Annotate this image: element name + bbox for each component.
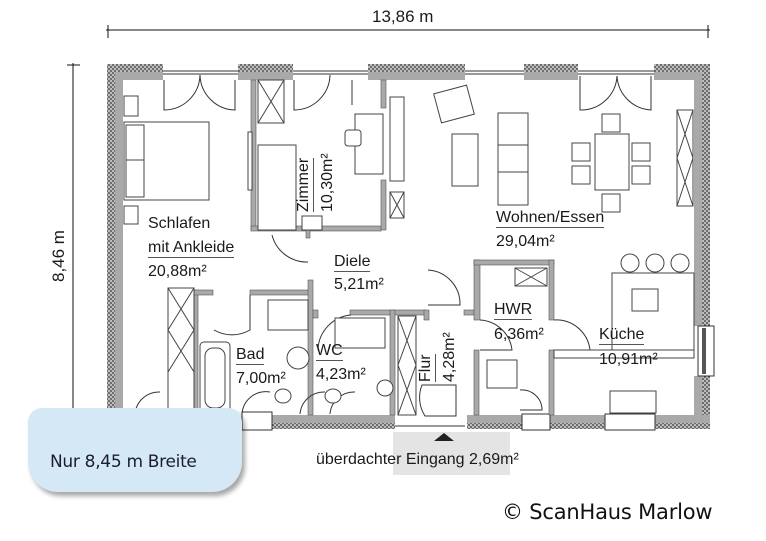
height-dimension-line: [67, 63, 80, 412]
entrance-label: überdachter Eingang 2,69m²: [316, 451, 519, 468]
width-dimension-label: 13,86 m: [372, 7, 434, 26]
width-dimension-line: [106, 25, 710, 38]
room-schlafen-area: 20,88m²: [148, 263, 207, 280]
room-hwr-area: 6,36m²: [494, 326, 544, 343]
room-hwr-name: HWR: [494, 301, 533, 320]
height-dimension-label: 8,46 m: [49, 230, 68, 282]
room-bad-area: 7,00m²: [236, 370, 286, 387]
room-zimmer-area: 10,30m²: [319, 153, 336, 212]
exterior-walls: [107, 64, 715, 431]
room-diele-name: Diele: [334, 253, 371, 272]
room-flur-name: Flur: [417, 354, 436, 382]
room-kueche-area: 10,91m²: [599, 351, 658, 368]
furniture: [123, 79, 695, 416]
room-zimmer-name: Zimmer: [295, 157, 314, 212]
room-kueche-name: Küche: [599, 326, 645, 345]
room-schlafen-name: Schlafen: [148, 215, 211, 232]
room-wc-name: WC: [316, 342, 343, 361]
room-schlafen-name2: mit Ankleide: [148, 239, 235, 258]
width-badge-text: Nur 8,45 m Breite: [50, 452, 197, 472]
doors: [134, 74, 652, 417]
width-badge: Nur 8,45 m Breite: [28, 408, 242, 492]
room-flur-area: 4,28m²: [441, 332, 458, 382]
room-bad-name: Bad: [236, 346, 265, 365]
room-wc-area: 4,23m²: [316, 366, 366, 383]
copyright-text: © ScanHaus Marlow: [502, 500, 713, 524]
room-diele-area: 5,21m²: [334, 276, 384, 293]
room-wohnen-area: 29,04m²: [496, 233, 555, 250]
room-wohnen-name: Wohnen/Essen: [496, 209, 605, 228]
